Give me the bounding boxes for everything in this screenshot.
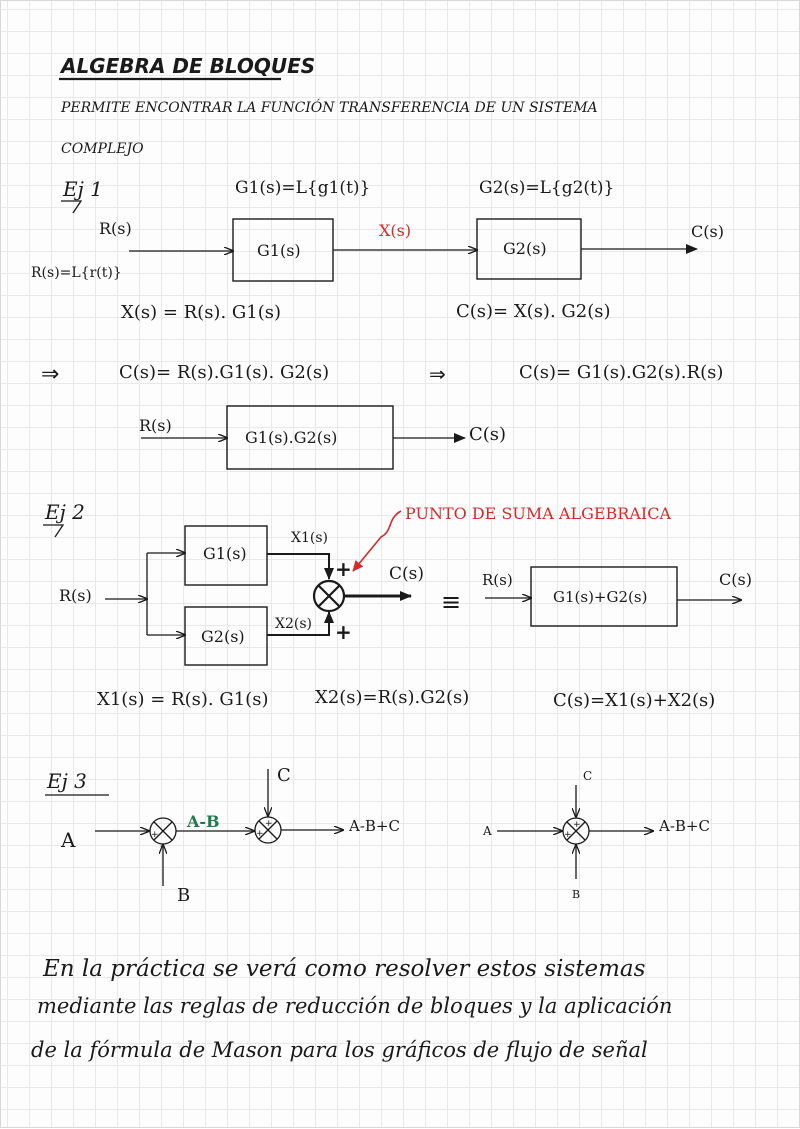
footer-line-2: mediante las reglas de reducción de bloq… [37,994,672,1018]
ej2-annotation-arrow [352,510,402,572]
ej1-label: Ej 1 [62,177,103,201]
ej1-combined-box-label: G1(s).G2(s) [245,428,337,447]
page-title: ALGEBRA DE BLOQUES [59,54,315,78]
ej3-right-b-label: B [572,888,580,901]
ej3-sum2-plus-left: + [256,829,264,839]
ej1-r2-label: R(s) [139,416,172,435]
ej3-c-label: C [277,765,291,786]
ej2-x2-path [267,611,334,636]
ej2-plus-top: + [335,557,352,581]
footer-line-1: En la práctica se verá como resolver est… [42,956,646,982]
ej2-equiv: ≡ [441,588,461,616]
ej3-right-c-label: C [583,769,592,783]
ej2-label: Ej 2 [44,500,85,524]
ej1-eq-c-full: C(s)= R(s).G1(s). G2(s) [119,362,329,383]
ej2-annotation: PUNTO DE SUMA ALGEBRAICA [405,504,671,523]
ej1-eq-c-final: C(s)= G1(s).G2(s).R(s) [519,362,723,383]
ej3-amb-label: A-B [186,812,220,831]
ej3-right-cross-b [566,821,586,841]
ej1-g2-box-label: G2(s) [503,239,547,258]
ej1-implies: ⇒ [41,362,59,387]
ej2-r2-label: R(s) [482,571,513,589]
ej2-c2-label: C(s) [719,570,752,589]
ej2-sum-box-label: G1(s)+G2(s) [553,588,647,606]
ej2-x2-label: X2(s) [275,616,312,632]
ej2-x1-label: X1(s) [291,530,328,546]
ej2-sum-cross-b [318,585,340,607]
ej3-right-plus: + [564,830,572,840]
ej2-r-label: R(s) [59,586,92,605]
ej3-right-plus-top: + [573,820,581,830]
ej2-x1-path [267,553,334,580]
ej2-eq-x1: X1(s) = R(s). G1(s) [97,689,268,710]
ej2-g1-box-label: G1(s) [203,544,247,563]
ej1-underline [61,200,83,214]
footer-line-3: de la fórmula de Mason para los gráficos… [31,1038,648,1062]
ej2-underline [43,524,65,538]
ej1-c2-label: C(s) [469,424,506,445]
ej3-sum1-cross-b [153,821,173,841]
ej2-g1-block [184,525,268,586]
ej1-r-def: R(s)=L{r(t)} [31,265,122,281]
ej1-implies-2: ⇒ [429,362,446,386]
ej2-eq-c: C(s)=X1(s)+X2(s) [553,690,715,711]
ej3-b-label: B [177,885,190,906]
ej1-g1-box-label: G1(s) [257,241,301,260]
ej3-a-label: A [60,828,76,852]
intro-line-1: PERMITE ENCONTRAR LA FUNCIÓN TRANSFERENC… [60,98,598,116]
ej3-right-a-label: A [482,824,492,838]
ej1-r-label: R(s) [99,219,132,238]
ej3-sum2-plus-top: + [265,819,273,829]
ej1-g2-def: G2(s)=L{g2(t)} [479,178,614,198]
ej2-eq-x2: X2(s)=R(s).G2(s) [315,687,469,708]
ej2-g2-box-label: G2(s) [201,627,245,646]
ej2-c-label: C(s) [389,564,424,584]
ej3-sum1-plus: + [151,830,159,840]
ej1-x-label: X(s) [379,221,411,240]
ej3-label: Ej 3 [46,769,87,793]
ej3-sum2-cross-b [258,820,278,840]
ej2-plus-bottom: + [335,620,352,644]
ej3-right-out-label: A-B+C [658,817,710,835]
ej1-c-label: C(s) [691,222,724,241]
ej3-out-label: A-B+C [348,817,400,835]
ej2-sum-block [530,566,678,627]
ej1-eq-c: C(s)= X(s). G2(s) [456,301,611,322]
intro-line-2: COMPLEJO [61,141,144,157]
ej1-g1-def: G1(s)=L{g1(t)} [235,178,370,198]
ej1-eq-x: X(s) = R(s). G1(s) [121,302,281,323]
